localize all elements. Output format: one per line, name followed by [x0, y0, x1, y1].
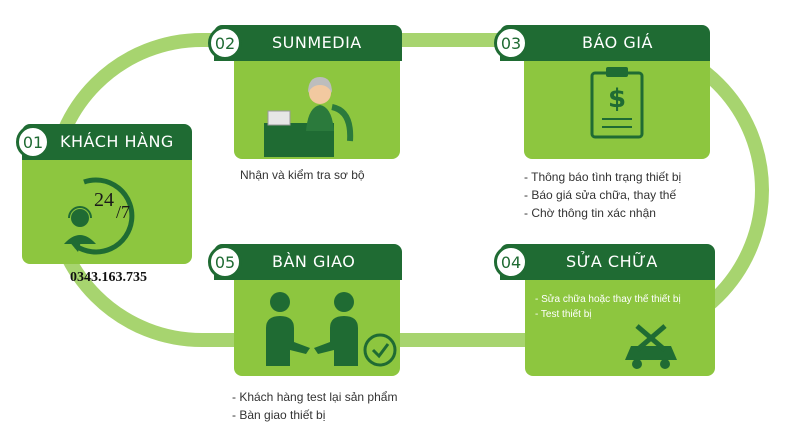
step-title: KHÁCH HÀNG	[60, 132, 174, 151]
badge-7: /7	[116, 202, 130, 222]
step-khach-hang: 01 KHÁCH HÀNG 24 /7	[16, 124, 192, 264]
step-ban-giao: 05 BÀN GIAO	[208, 244, 402, 376]
step-header: 05 BÀN GIAO	[208, 244, 402, 280]
step-header: 01 KHÁCH HÀNG	[16, 124, 192, 160]
step-panel: 24 /7	[22, 160, 192, 264]
step-header: 02 SUNMEDIA	[208, 25, 402, 61]
step-05-description: - Khách hàng test lại sản phẩm - Bàn gia…	[232, 390, 398, 422]
step-panel: $	[524, 61, 710, 159]
support-24-7-icon: 24 /7	[64, 177, 135, 255]
step-number: 05	[208, 245, 242, 279]
step-number: 01	[16, 125, 50, 159]
step-number: 03	[494, 26, 528, 60]
step-03-description: - Thông báo tình trạng thiết bị - Báo gi…	[524, 170, 682, 220]
step-title: SUNMEDIA	[272, 33, 362, 52]
step-title: SỬA CHỮA	[566, 252, 658, 271]
step-header: 03 BÁO GIÁ	[494, 25, 710, 61]
svg-text:$: $	[608, 84, 626, 114]
step-number: 04	[494, 245, 528, 279]
handshake-icon	[266, 292, 397, 367]
badge-24: 24	[94, 189, 114, 211]
receptionist-icon	[264, 77, 354, 157]
step-number: 02	[208, 26, 242, 60]
step-sua-chua: 04 SỬA CHỮA - Sửa chữa hoặc thay thế thi…	[494, 244, 715, 376]
step-panel	[234, 61, 400, 159]
step-02-description: Nhận và kiểm tra sơ bộ	[240, 168, 365, 182]
hotline-number: 0343.163.735	[70, 270, 147, 285]
step-panel: - Sửa chữa hoặc thay thế thiết bị - Test…	[525, 280, 715, 376]
step-title: BÁO GIÁ	[582, 33, 653, 52]
step-title: BÀN GIAO	[272, 252, 356, 271]
step-04-panel-text: - Sửa chữa hoặc thay thế thiết bị - Test…	[535, 294, 681, 320]
step-sunmedia: 02 SUNMEDIA	[208, 25, 402, 159]
step-header: 04 SỬA CHỮA	[494, 244, 715, 280]
repair-tools-icon	[625, 324, 677, 369]
invoice-clipboard-icon: $	[590, 67, 644, 139]
step-panel	[234, 280, 400, 376]
step-bao-gia: 03 BÁO GIÁ $	[494, 25, 710, 159]
